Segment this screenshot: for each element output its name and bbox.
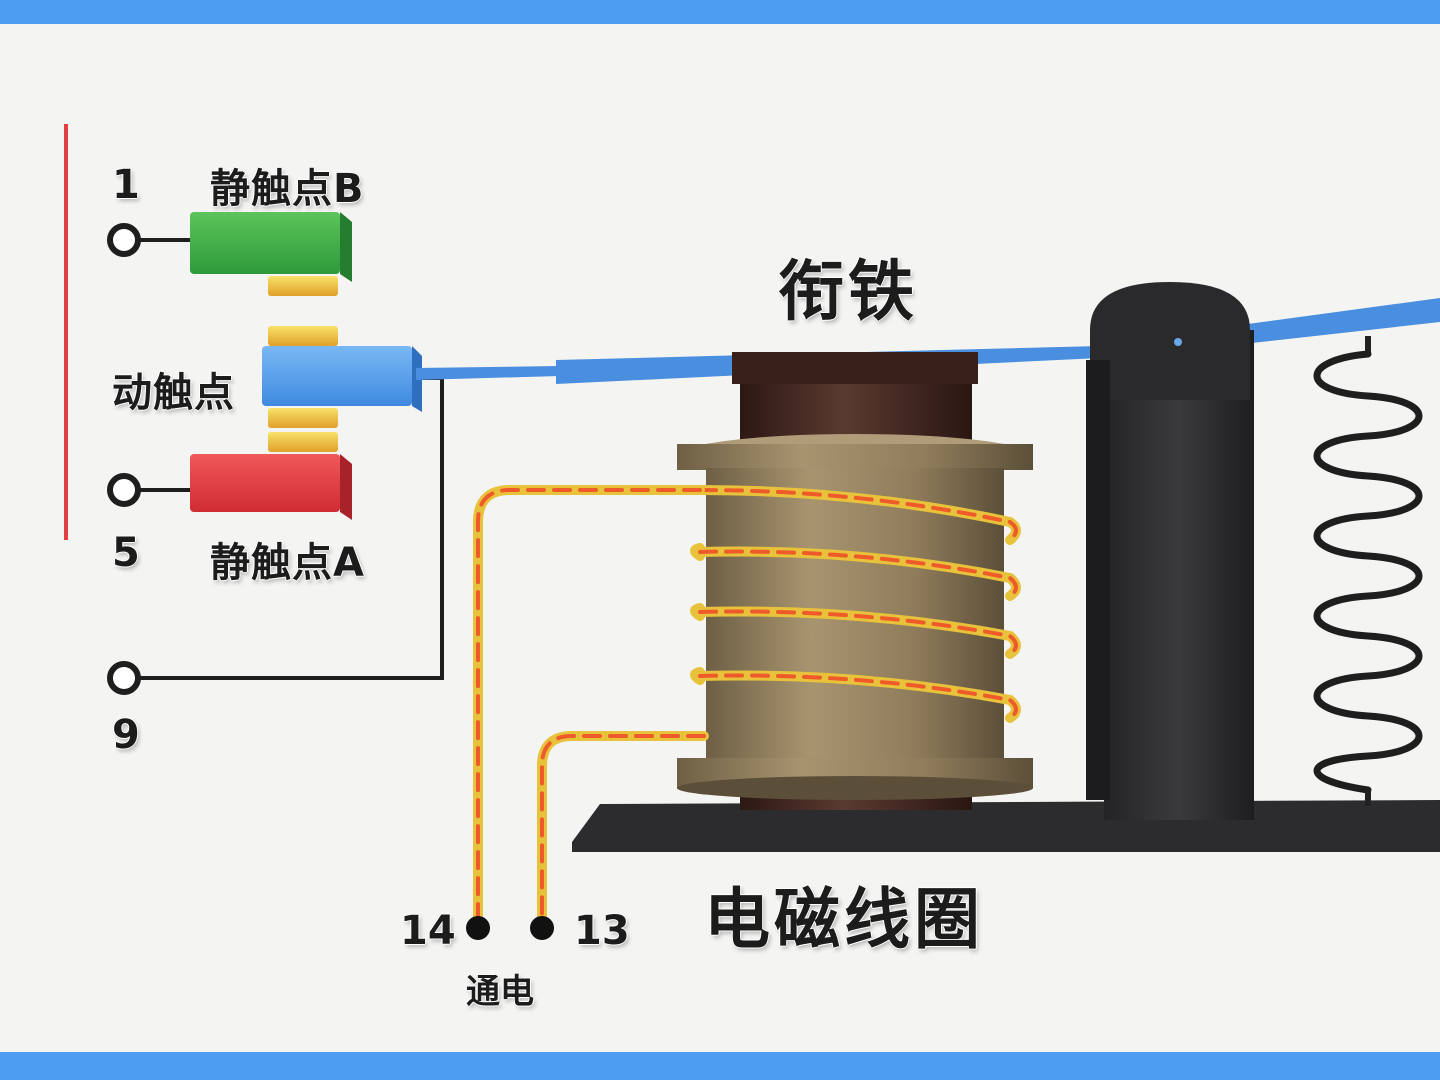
static-contact-b-label: 静触点B [210,166,365,212]
static-contact-a [190,454,352,520]
bottom-frame-bar [0,1052,1440,1080]
terminal-13-label: 13 [574,908,630,954]
terminal-1-circle [107,223,141,257]
terminal-9-label: 9 [112,712,140,758]
terminal-5-label: 5 [112,530,140,576]
coil-windings [690,485,1021,723]
top-frame-bar [0,0,1440,24]
terminal-5-circle [107,473,141,507]
moving-contact [262,326,422,452]
terminal-9-circle [107,661,141,695]
static-contact-a-label: 静触点A [210,540,365,586]
moving-contact-label: 动触点 [112,370,235,416]
base-plate [572,800,1440,852]
coil-lead-wires [473,485,709,925]
static-contact-b [190,212,352,296]
terminal-14-label: 14 [400,908,456,954]
iron-frame-post [1086,282,1254,820]
coil-label: 电磁线圈 [704,881,984,958]
armature-label: 衔铁 [778,253,918,330]
terminal-14-dot [466,916,490,940]
terminal-1-label: 1 [112,162,140,208]
terminal-13-dot [530,916,554,940]
energize-label: 通电 [466,972,534,1012]
return-spring [1313,336,1423,806]
